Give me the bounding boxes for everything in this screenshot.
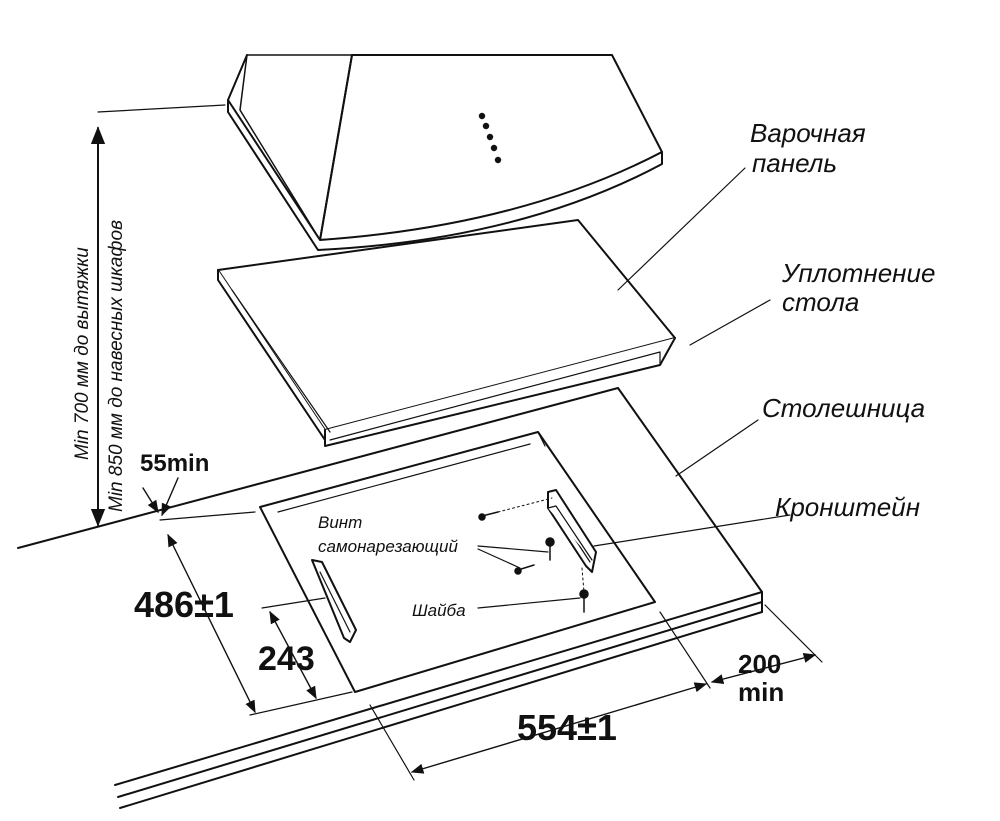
dim-200 — [710, 604, 823, 684]
hob-panel — [217, 219, 676, 447]
countertop-cutout — [259, 431, 656, 693]
dim-label-200-min: min — [738, 677, 784, 707]
dim-554 — [369, 611, 711, 781]
screws — [478, 497, 589, 613]
countertop — [17, 387, 763, 809]
label-min-hood: Min 700 мм до вытяжки — [72, 247, 93, 460]
label-min-cabinets: Min 850 мм до навесных шкафов — [106, 220, 127, 512]
label-bracket: Кронштейн — [775, 492, 920, 522]
leader-lines — [477, 167, 791, 609]
dim-55min — [142, 477, 256, 521]
dim-label-200: 200 — [738, 649, 781, 679]
dim-label-243: 243 — [258, 640, 315, 678]
dim-243 — [261, 597, 326, 700]
label-screw-1: Винт — [318, 513, 362, 532]
dim-label-554: 554±1 — [517, 707, 617, 748]
bracket-left — [311, 559, 357, 643]
bracket-right — [547, 489, 597, 573]
dim-486 — [167, 533, 353, 716]
label-countertop: Столешница — [762, 393, 925, 423]
label-hob-panel-1: Варочная — [750, 118, 866, 148]
label-hob-panel-2: панель — [752, 148, 837, 178]
label-seal-2: стола — [782, 287, 859, 317]
dim-label-55min: 55min — [140, 450, 209, 477]
label-seal-1: Уплотнение — [781, 258, 935, 288]
range-hood — [227, 54, 663, 251]
label-washer: Шайба — [412, 601, 466, 620]
dim-label-486: 486±1 — [134, 584, 234, 625]
label-screw-2: самонарезающий — [318, 537, 458, 556]
hood-buttons — [478, 112, 502, 164]
height-dimension — [90, 104, 226, 527]
